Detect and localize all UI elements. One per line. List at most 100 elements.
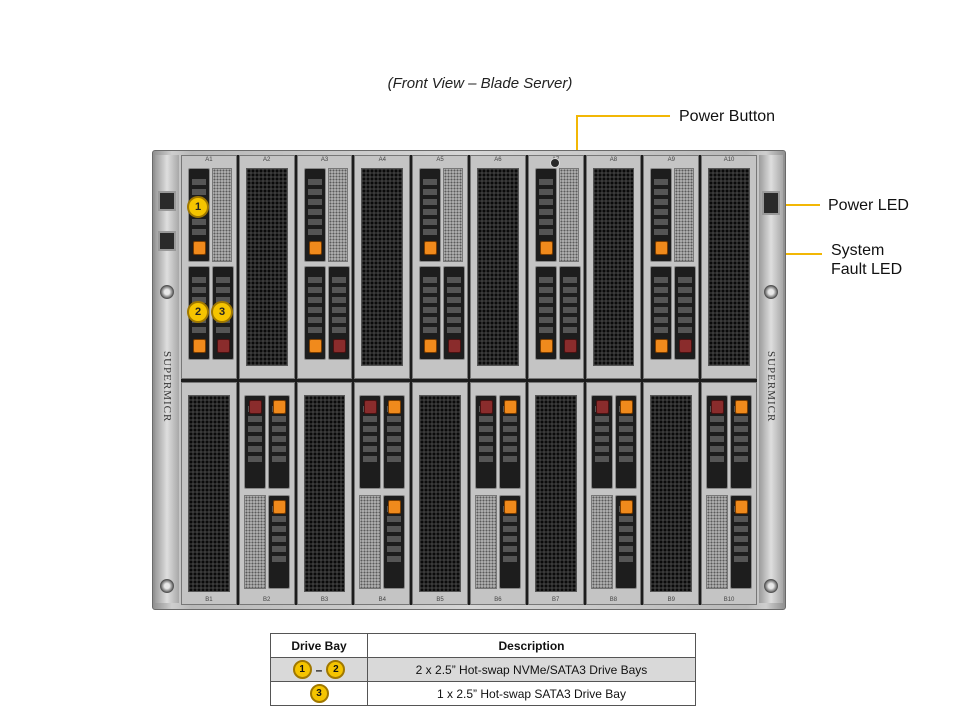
vent-mesh [419, 394, 461, 592]
blade-slot[interactable]: A4 [354, 155, 411, 379]
drive-latch[interactable] [388, 499, 402, 514]
drive-carrier[interactable] [614, 494, 637, 589]
drive-carrier[interactable] [730, 494, 753, 589]
drive-carrier[interactable] [650, 266, 673, 360]
usb-port[interactable] [158, 231, 176, 251]
drive-latch[interactable] [619, 499, 633, 514]
drive-latch[interactable] [332, 339, 346, 353]
drive-carrier[interactable] [534, 266, 557, 360]
drive-carrier[interactable] [674, 266, 697, 360]
drive-carrier[interactable] [558, 266, 581, 360]
drive-latch[interactable] [217, 339, 230, 353]
drive-latch[interactable] [448, 339, 462, 353]
header-description: Description [367, 633, 696, 658]
blade-slot[interactable]: B7 [527, 381, 584, 605]
blade-label: B1 [205, 597, 213, 603]
drive-carrier[interactable] [706, 394, 729, 489]
blade-slot[interactable]: B10 [701, 381, 757, 605]
power-button[interactable] [549, 158, 560, 168]
drive-carrier[interactable] [359, 394, 382, 489]
drive-badge-2: 2 [326, 660, 346, 679]
blade-slot[interactable]: A2 [238, 155, 295, 379]
blade-slot[interactable]: A9 [643, 155, 700, 379]
blade-slot[interactable]: A8 [585, 155, 642, 379]
blade-slot[interactable]: B1 [181, 381, 237, 605]
drive-carrier[interactable] [383, 494, 406, 589]
drive-latch[interactable] [424, 241, 438, 255]
drive-latch[interactable] [503, 499, 517, 514]
drive-carrier[interactable] [327, 266, 350, 360]
drive-latch[interactable] [308, 241, 322, 255]
drive-latch[interactable] [563, 339, 577, 353]
drive-carrier[interactable] [303, 266, 326, 360]
drive-latch[interactable] [364, 399, 378, 414]
blade-slot[interactable]: A10 [701, 155, 757, 379]
brand-logo-left: SUPERMICR [161, 351, 173, 423]
blade-label: A3 [320, 157, 329, 163]
drive-carrier[interactable] [267, 494, 290, 589]
drive-latch[interactable] [388, 399, 402, 414]
drive-carrier[interactable] [419, 168, 442, 262]
drive-latch[interactable] [539, 339, 553, 353]
blade-slot[interactable]: A6 [469, 155, 526, 379]
vent-mesh [303, 394, 346, 592]
blade-slot[interactable]: B6 [469, 381, 526, 605]
vent-mesh [592, 168, 635, 366]
drive-carrier[interactable] [498, 494, 521, 589]
blade-slot[interactable]: B9 [643, 381, 700, 605]
description-cell: 1 x 2.5” Hot-swap SATA3 Drive Bay [367, 681, 696, 706]
power-button-leader-h [576, 115, 670, 117]
drive-carrier[interactable] [650, 168, 673, 262]
brand-logo-right: SUPERMICR [765, 351, 777, 423]
drive-carrier[interactable] [443, 266, 466, 360]
drive-latch[interactable] [193, 339, 206, 353]
blade-slot[interactable]: B2 [238, 381, 295, 605]
table-row: 1–2 2 x 2.5” Hot-swap NVMe/SATA3 Drive B… [270, 657, 696, 682]
drive-latch[interactable] [272, 399, 286, 414]
drive-latch[interactable] [711, 399, 725, 414]
drive-latch[interactable] [539, 241, 553, 255]
drive-carrier[interactable] [419, 266, 442, 360]
vent-panel [443, 168, 464, 262]
drive-latch[interactable] [679, 339, 693, 353]
drive-carrier[interactable] [383, 394, 406, 489]
screw-icon [764, 579, 778, 593]
drive-badge-2: 2 [187, 301, 209, 323]
drive-latch[interactable] [503, 399, 517, 414]
blade-label: A5 [436, 157, 444, 163]
drive-latch[interactable] [193, 241, 206, 255]
drive-latch[interactable] [595, 399, 609, 414]
blade-slot[interactable]: A7 [527, 155, 584, 379]
drive-latch[interactable] [655, 339, 669, 353]
table-header-row: Drive Bay Description [270, 633, 696, 658]
drive-latch[interactable] [479, 399, 493, 414]
drive-carrier[interactable] [498, 394, 521, 489]
drive-latch[interactable] [272, 499, 286, 514]
drive-carrier[interactable] [590, 394, 613, 489]
drive-carrier[interactable] [730, 394, 753, 489]
drive-latch[interactable] [735, 399, 749, 414]
blade-slot[interactable]: A3 [296, 155, 353, 379]
drive-latch[interactable] [619, 399, 633, 414]
rj45-port[interactable] [158, 191, 176, 211]
power-button-callout: Power Button [679, 108, 776, 125]
drive-badge-3: 3 [211, 301, 233, 323]
blade-bays: A1123A2A3A4A5A6A7A8A9A10 B1B2B3B4B5B6B7B… [181, 155, 757, 605]
drive-carrier[interactable] [614, 394, 637, 489]
blade-slot[interactable]: A5 [412, 155, 468, 379]
blade-slot[interactable]: B3 [296, 381, 353, 605]
drive-carrier[interactable] [474, 394, 497, 489]
drive-latch[interactable] [308, 339, 322, 353]
blade-slot[interactable]: B4 [354, 381, 411, 605]
drive-carrier[interactable] [303, 168, 326, 262]
blade-slot[interactable]: B8 [585, 381, 642, 605]
drive-carrier[interactable] [267, 394, 290, 489]
drive-latch[interactable] [735, 499, 749, 514]
drive-latch[interactable] [424, 339, 438, 353]
drive-latch[interactable] [248, 399, 262, 414]
blade-slot[interactable]: B5 [412, 381, 468, 605]
drive-carrier[interactable] [243, 394, 266, 489]
drive-latch[interactable] [655, 241, 669, 255]
drive-carrier[interactable] [534, 168, 557, 262]
